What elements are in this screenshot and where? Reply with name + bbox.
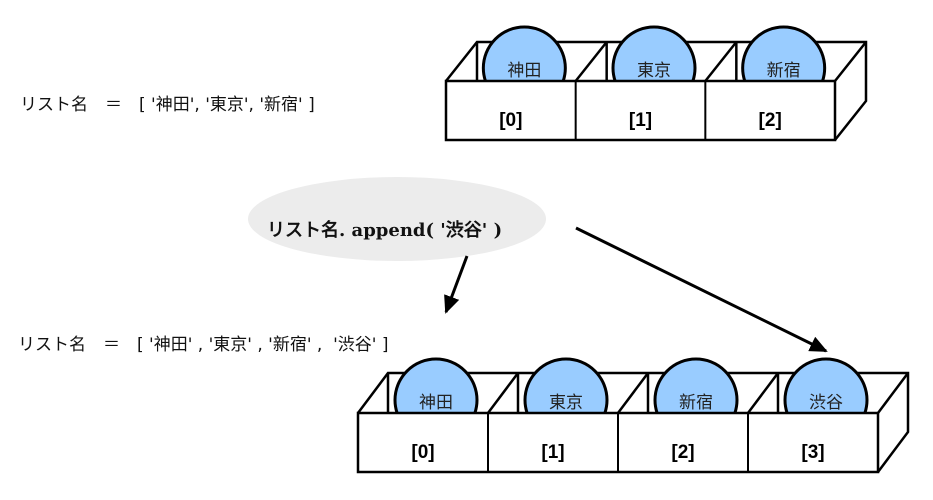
after-code-line: リスト名 ＝ [ '神田' , '東京' , '新宿' , '渋谷' ] [18, 335, 389, 355]
ball-label-2: 新宿 [767, 61, 801, 81]
append-label: リスト名. append( '渋谷' ) [267, 219, 502, 241]
list-box-after: 神田 東京 新宿 渋谷 [0] [1] [2] [3] [356, 357, 910, 474]
before-code-line: リスト名 ＝ [ '神田', '東京', '新宿' ] [20, 95, 315, 115]
slot-index-2: [2] [759, 110, 782, 131]
append-bubble: リスト名. append( '渋谷' ) [248, 177, 546, 261]
ball-1 [611, 25, 697, 81]
divider-top-edge [704, 41, 738, 82]
slot-index-0: [0] [499, 110, 522, 131]
box-right-top-edge [834, 41, 867, 82]
slot-index-2: [2] [671, 442, 694, 463]
ball-2 [653, 357, 739, 413]
bubble-shape [248, 177, 546, 261]
arrow-to-code-line [444, 255, 469, 314]
divider-top-edge [574, 41, 608, 82]
box-front-face [444, 79, 837, 142]
divider-top-edge [487, 372, 519, 414]
ball-label-0: 神田 [419, 393, 453, 413]
ball-0 [393, 357, 479, 413]
ball-label-3: 渋谷 [809, 393, 843, 413]
divider-top-edge [617, 372, 649, 414]
ball-label-0: 神田 [507, 61, 541, 81]
divider-top-edge [747, 372, 779, 414]
arrow-to-new-slot [575, 226, 828, 353]
ball-label-2: 新宿 [679, 393, 713, 413]
ball-label-1: 東京 [637, 61, 671, 81]
ball-2 [741, 25, 827, 81]
slot-index-1: [1] [541, 442, 564, 463]
slot-index-0: [0] [411, 442, 434, 463]
list-box-before: 神田 東京 新宿 [0] [1] [2] [444, 25, 868, 142]
box-right-top-edge [877, 372, 909, 414]
slot-index-1: [1] [629, 110, 652, 131]
ball-3 [783, 357, 869, 413]
ball-1 [523, 357, 609, 413]
ball-label-1: 東京 [549, 393, 583, 413]
slot-index-3: [3] [801, 442, 824, 463]
ball-0 [481, 25, 567, 81]
